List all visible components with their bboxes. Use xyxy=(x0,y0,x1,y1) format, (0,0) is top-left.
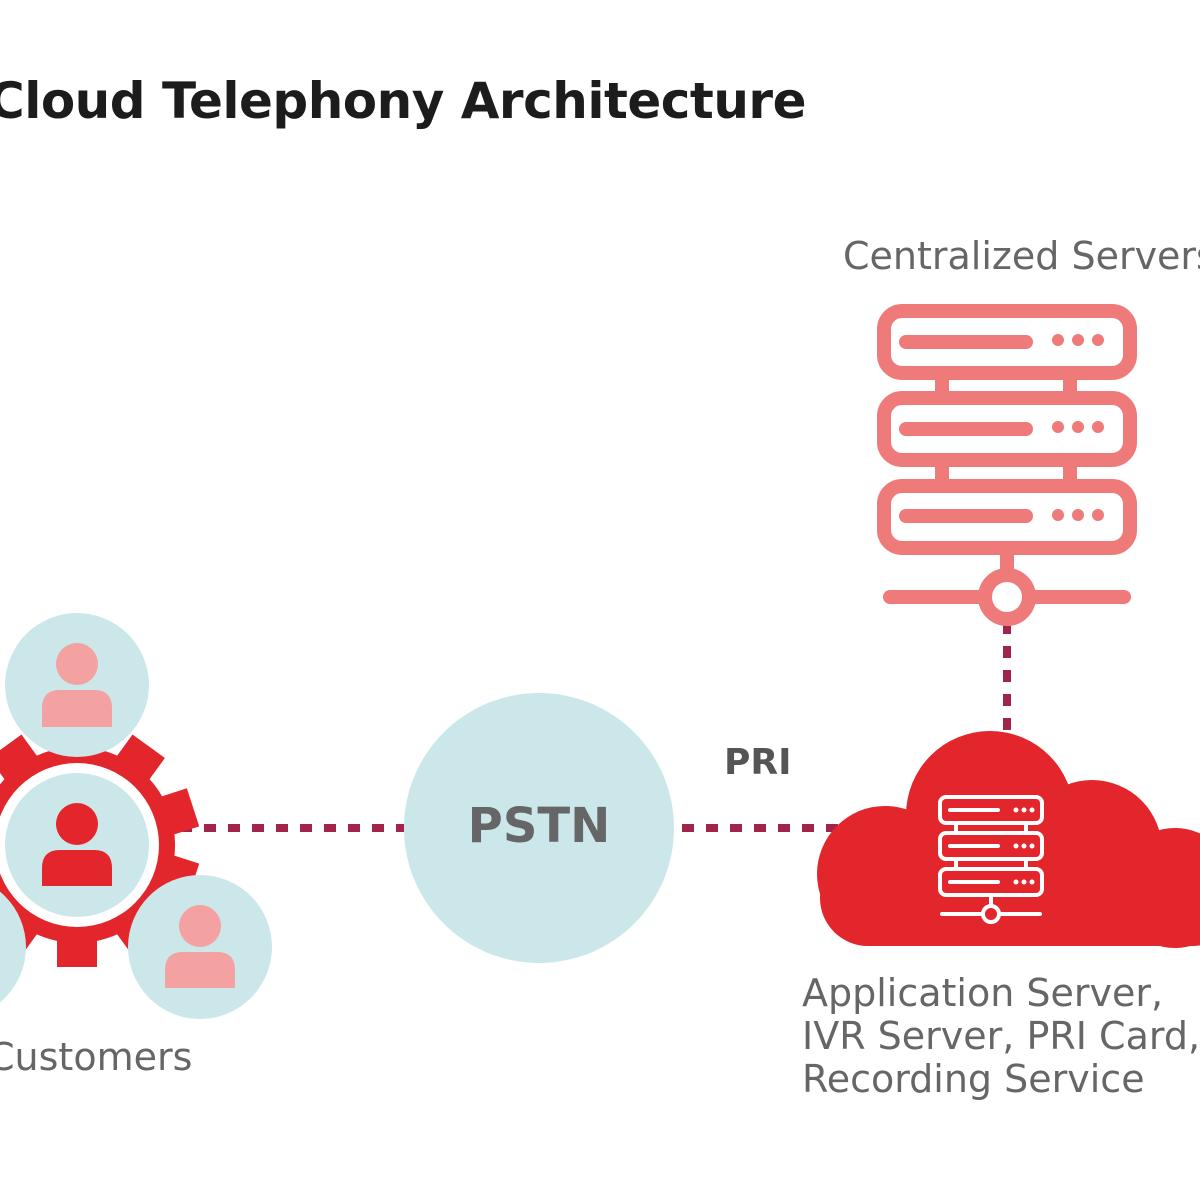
server-indicator-dots xyxy=(1052,334,1104,521)
customer-bubble-left xyxy=(0,891,26,1003)
page-title: Cloud Telephony Architecture xyxy=(0,72,806,130)
server-rack-icon xyxy=(877,304,1137,626)
cloud-services-label: Application Server, IVR Server, PRI Card… xyxy=(802,971,1200,1101)
pri-label: PRI xyxy=(724,742,792,783)
cloud-server-dots xyxy=(1013,807,1035,885)
centralized-servers-label: Centralized Servers xyxy=(843,234,1200,278)
user-icon xyxy=(42,803,112,886)
user-icon xyxy=(42,643,112,727)
pstn-label: PSTN xyxy=(467,798,611,854)
customers-label: Customers xyxy=(0,1035,193,1079)
cloud-server-icon xyxy=(938,795,1044,924)
user-icon xyxy=(165,905,235,988)
pstn-node xyxy=(404,693,674,963)
